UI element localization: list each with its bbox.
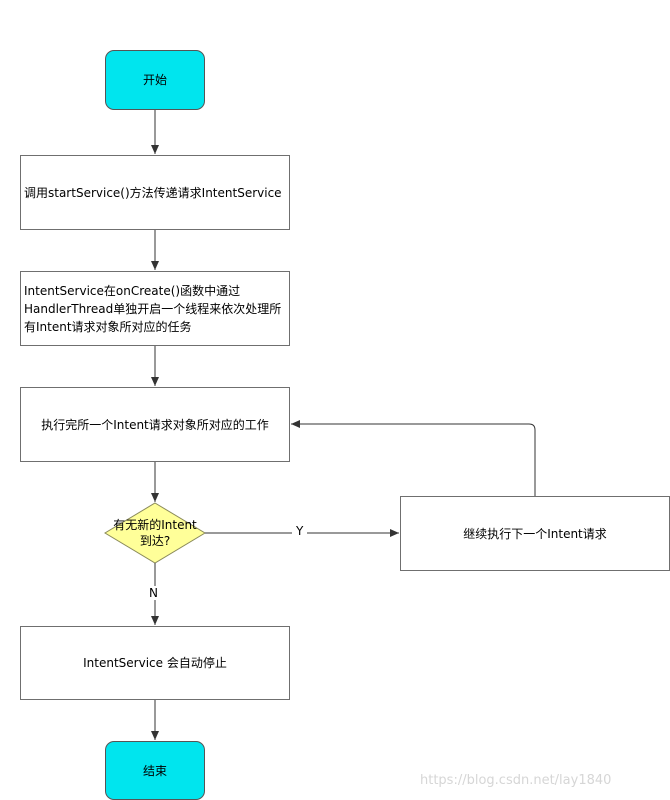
oncreate-label-line3: 有Intent请求对象所对应的任务 xyxy=(24,319,192,334)
decision-label-line1: 有无新的Intent xyxy=(113,518,197,532)
oncreate-label-line1: IntentService在onCreate()函数中通过 xyxy=(24,283,241,298)
end-label: 结束 xyxy=(142,763,167,778)
yes-edge-label: Y xyxy=(292,524,308,538)
execute-work-node: 执行完所一个Intent请求对象所对应的工作 xyxy=(20,387,290,462)
call-start-service-node: 调用startService()方法传递请求IntentService xyxy=(20,155,290,230)
watermark: https://blog.csdn.net/lay1840 xyxy=(420,773,612,788)
auto-stop-label: IntentService 会自动停止 xyxy=(83,656,227,670)
continue-next-label: 继续执行下一个Intent请求 xyxy=(463,526,607,541)
continue-next-node: 继续执行下一个Intent请求 xyxy=(400,496,670,571)
decision-label: 有无新的Intent 到达? xyxy=(98,517,212,549)
edge-continue-loopback xyxy=(291,420,536,496)
end-node: 结束 xyxy=(105,741,205,800)
oncreate-node: IntentService在onCreate()函数中通过 HandlerThr… xyxy=(20,271,290,346)
auto-stop-node: IntentService 会自动停止 xyxy=(20,626,290,700)
execute-work-label: 执行完所一个Intent请求对象所对应的工作 xyxy=(41,417,269,432)
decision-label-line2: 到达? xyxy=(139,534,171,548)
no-edge-label: N xyxy=(145,586,162,600)
start-label: 开始 xyxy=(142,73,167,87)
oncreate-label-line2: HandlerThread单独开启一个线程来依次处理所 xyxy=(24,301,282,316)
start-node: 开始 xyxy=(105,50,205,110)
call-start-service-label: 调用startService()方法传递请求IntentService xyxy=(24,185,282,200)
